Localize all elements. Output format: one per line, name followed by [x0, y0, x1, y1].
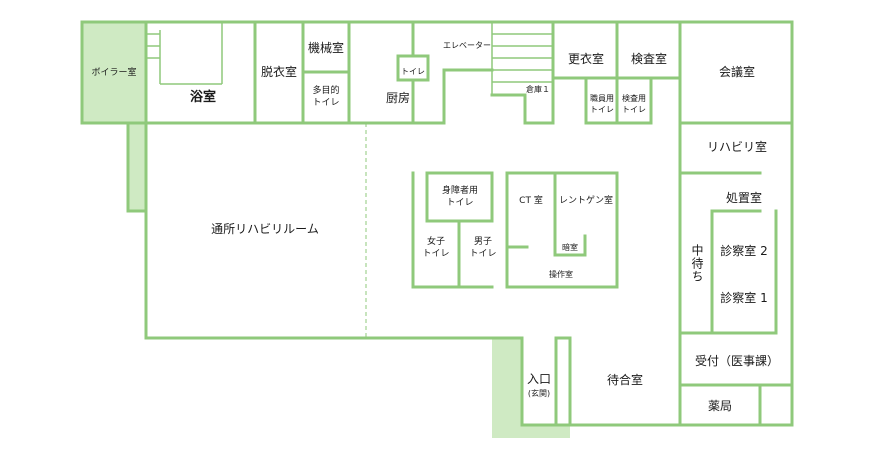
room-dressing: 脱衣室: [260, 65, 297, 79]
walls: [80, 20, 794, 427]
room-rehab: リハビリ室: [706, 140, 767, 154]
room-locker: 更衣室: [567, 52, 604, 66]
room-ct: CT 室: [519, 196, 543, 206]
room-darkroom: 暗室: [562, 243, 578, 252]
room-treatment: 処置室: [725, 191, 762, 205]
room-machine: 機械室: [307, 41, 344, 55]
room-toilet-small: トイレ: [401, 67, 425, 76]
room-consult-1: 診察室 1: [720, 291, 768, 305]
room-multi-toilet: 多目的 トイレ: [312, 86, 340, 108]
entrance-ramp-fill: [492, 338, 522, 438]
room-accessible-toilet: 身障者用 トイレ: [441, 186, 478, 208]
room-entrance: 入口: [526, 372, 551, 386]
room-reception: 受付（医事課）: [694, 354, 779, 368]
exterior-passage-fill: [128, 123, 146, 211]
room-men-toilet: 男子 トイレ: [469, 237, 497, 259]
entrance-step-fill: [522, 425, 570, 438]
boiler-room-fill: [82, 22, 146, 123]
room-xray: レントゲン室: [558, 196, 613, 206]
room-kitchen: 厨房: [385, 91, 410, 105]
room-bath: 浴室: [189, 90, 216, 105]
room-waiting-mid: 中待ち: [690, 243, 704, 283]
room-entrance-sub: (玄関): [527, 389, 551, 398]
room-staff-toilet: 職員用 トイレ: [590, 94, 614, 114]
room-exam: 検査室: [630, 52, 667, 66]
room-storage: 倉庫１: [526, 85, 550, 94]
room-boiler: ボイラー室: [91, 68, 137, 78]
room-rehab-hall: 通所リハビリルーム: [211, 222, 319, 236]
dashed-partitions: [365, 123, 585, 425]
room-women-toilet: 女子 トイレ: [422, 237, 450, 259]
room-consult-2: 診察室 2: [720, 244, 768, 258]
room-control: 操作室: [549, 270, 573, 279]
room-elevator: エレベーター: [443, 41, 491, 50]
room-meeting: 会議室: [718, 65, 755, 79]
room-exam-toilet: 検査用 トイレ: [622, 94, 646, 114]
thin-walls: [146, 22, 553, 95]
room-waiting: 待合室: [606, 373, 643, 387]
room-pharmacy: 薬局: [707, 399, 732, 413]
shaded-areas: [82, 22, 570, 438]
